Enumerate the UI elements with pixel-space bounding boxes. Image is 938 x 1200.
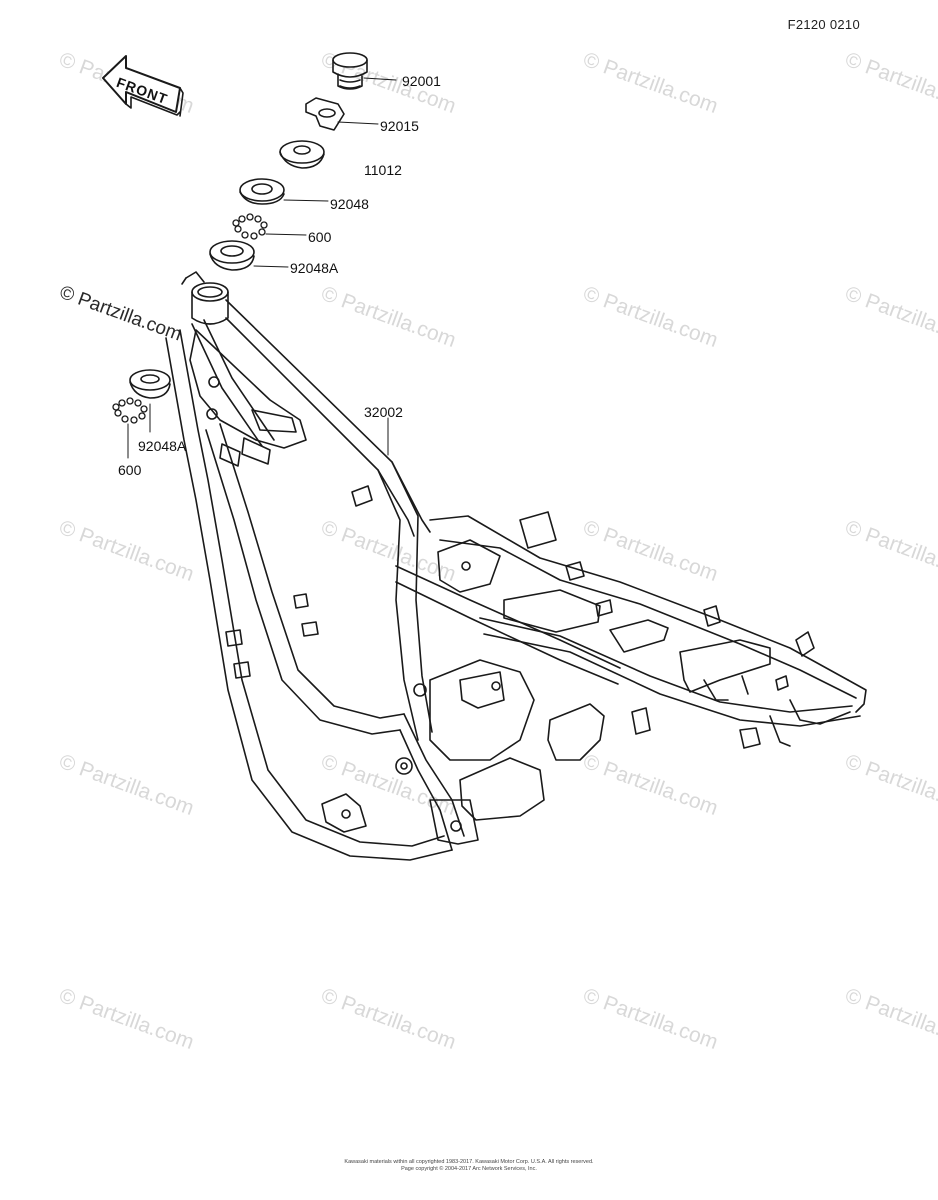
stem-nut-92001 [332, 52, 397, 90]
callout-92048A-left: 92048A [138, 438, 187, 454]
callout-92015: 92015 [380, 118, 419, 134]
cap-11012 [279, 140, 325, 169]
race-92048A-left [129, 369, 171, 399]
callout-600-left: 600 [118, 462, 142, 478]
callout-92001: 92001 [402, 73, 441, 89]
race-92048 [239, 178, 329, 205]
callout-11012: 11012 [364, 162, 402, 178]
frame-32002 [165, 271, 867, 861]
callout-600-top: 600 [308, 229, 332, 245]
race-92048A-top [209, 240, 289, 271]
front-arrow-icon [102, 55, 184, 117]
copyright-line-1: Kawasaki materials within all copyrighte… [344, 1159, 594, 1165]
figure-code: F2120 0210 [787, 17, 860, 32]
callout-92048: 92048 [330, 196, 369, 212]
steel-balls-600-top [232, 213, 307, 240]
steel-balls-600-left [112, 397, 151, 459]
callout-32002: 32002 [364, 404, 403, 420]
callout-92048A-top: 92048A [290, 260, 339, 276]
copyright-line-2: Page copyright © 2004-2017 Arc Network S… [401, 1166, 537, 1172]
lock-washer-92015 [305, 97, 379, 131]
